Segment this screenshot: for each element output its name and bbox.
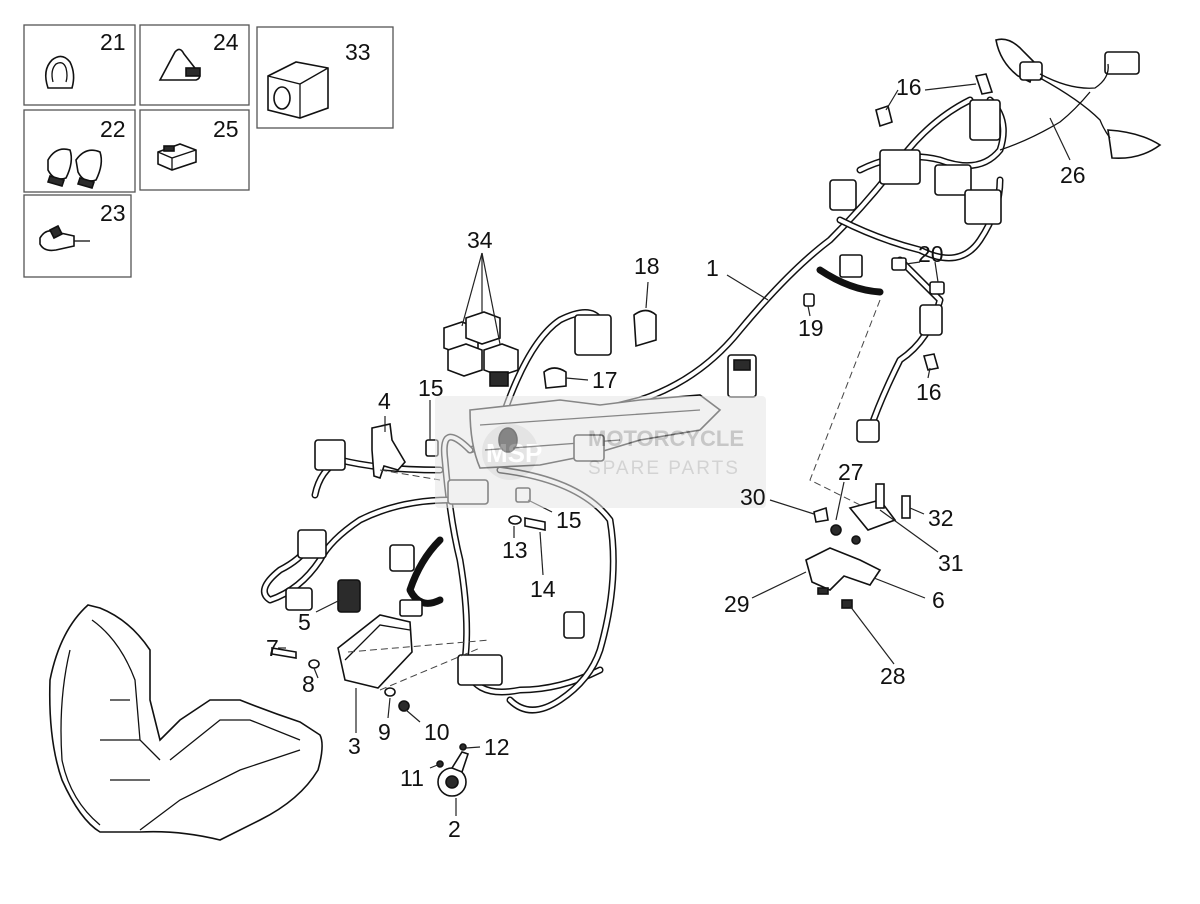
turn-signal-harness — [995, 38, 1162, 160]
callout-29: 29 — [724, 591, 750, 617]
callout-15a: 15 — [418, 375, 444, 401]
callout-26: 26 — [1060, 162, 1086, 188]
inset-boxes: 21 24 33 22 25 — [23, 24, 394, 278]
callout-13: 13 — [502, 537, 528, 563]
small-parts — [271, 73, 994, 797]
callout-31: 31 — [938, 550, 964, 576]
callout-3: 3 — [348, 733, 361, 759]
callout-32: 32 — [928, 505, 954, 531]
label-33: 33 — [345, 39, 371, 65]
callout-28: 28 — [880, 663, 906, 689]
label-21: 21 — [100, 29, 126, 55]
label-25: 25 — [213, 116, 239, 142]
inset-box-25: 25 — [139, 109, 250, 191]
relays — [443, 311, 519, 387]
callout-5: 5 — [298, 609, 311, 635]
inset-box-21: 21 — [23, 24, 136, 106]
label-24: 24 — [213, 29, 239, 55]
callout-27: 27 — [838, 459, 864, 485]
callout-11: 11 — [400, 765, 424, 791]
callout-7: 7 — [266, 635, 279, 661]
callout-19: 19 — [798, 315, 824, 341]
callout-15b: 15 — [556, 507, 582, 533]
inset-box-24: 24 — [139, 24, 250, 106]
label-22: 22 — [100, 116, 126, 142]
inset-box-23: 23 — [23, 194, 132, 278]
watermark: MSP MOTORCYCLE SPARE PARTS — [435, 396, 766, 508]
callout-labels: 1 2 3 4 5 6 7 8 9 10 11 12 13 14 15 15 1… — [266, 74, 1086, 842]
inset-box-33: 33 — [256, 26, 394, 129]
callout-16a: 16 — [896, 74, 922, 100]
callout-9: 9 — [378, 719, 391, 745]
callout-12: 12 — [484, 734, 510, 760]
callout-16b: 16 — [916, 379, 942, 405]
callout-20: 20 — [918, 241, 944, 267]
callout-34: 34 — [467, 227, 493, 253]
callout-8: 8 — [302, 671, 315, 697]
callout-4: 4 — [378, 388, 391, 414]
leader-lines — [278, 83, 1071, 816]
inset-box-22: 22 — [23, 109, 136, 193]
callout-1: 1 — [706, 255, 719, 281]
callout-30: 30 — [740, 484, 766, 510]
callout-2: 2 — [448, 816, 461, 842]
callout-6: 6 — [932, 587, 945, 613]
callout-14: 14 — [530, 576, 556, 602]
watermark-line1: MOTORCYCLE — [588, 426, 744, 451]
label-23: 23 — [100, 200, 126, 226]
watermark-logo: MSP — [486, 438, 542, 468]
callout-10: 10 — [424, 719, 450, 745]
watermark-line2: SPARE PARTS — [588, 458, 740, 479]
callout-17: 17 — [592, 367, 618, 393]
headlight-assembly — [48, 604, 323, 841]
callout-18: 18 — [634, 253, 660, 279]
